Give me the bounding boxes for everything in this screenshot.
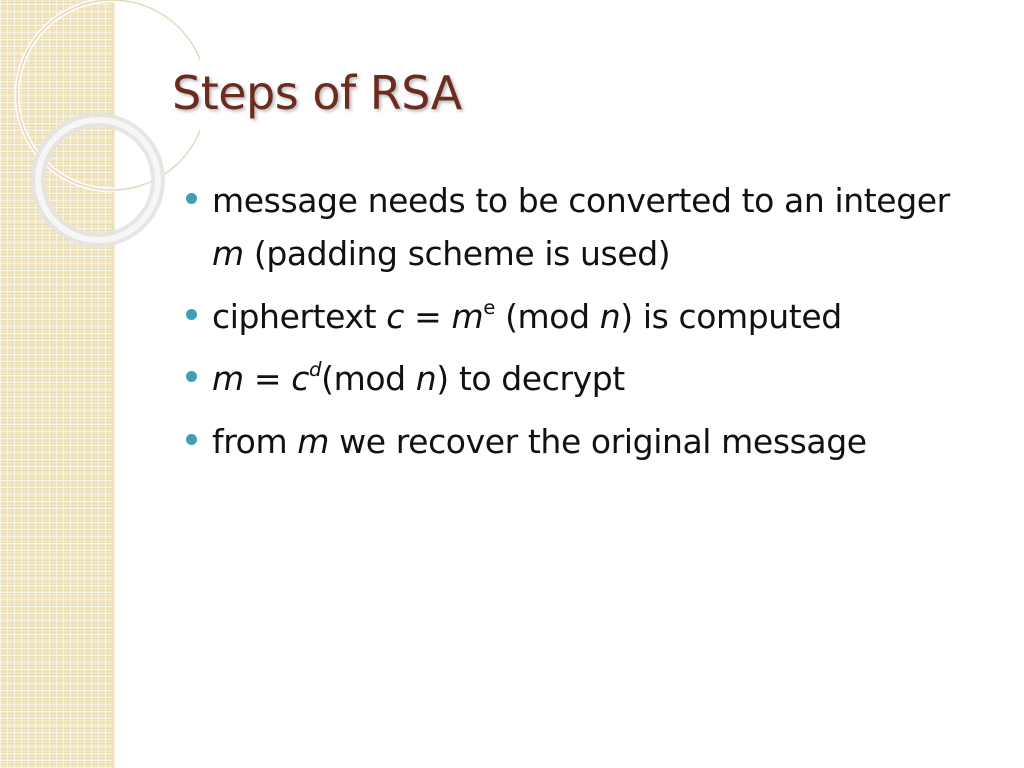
side-strip-edge — [112, 0, 116, 768]
large-ring-outline — [16, 0, 200, 191]
math-variable: c — [291, 359, 309, 399]
math-variable: n — [415, 359, 437, 399]
bullet-item: from m we recover the original message — [186, 415, 976, 468]
text-run: (mod — [494, 296, 600, 336]
bullet-text: ciphertext c = me (mod n) is computed — [212, 297, 842, 336]
math-variable: c — [386, 296, 405, 336]
superscript: e — [483, 296, 495, 320]
text-run: from — [212, 421, 298, 461]
math-variable: m — [297, 421, 330, 461]
bullet-dot-icon — [186, 308, 197, 320]
decorative-circles — [14, 0, 200, 247]
bullet-list: message needs to be converted to an inte… — [186, 174, 976, 477]
superscript: d — [308, 358, 322, 382]
bullet-text: m = cd(mod n) to decrypt — [212, 359, 625, 398]
bullet-text: message needs to be converted to an inte… — [212, 181, 950, 273]
bullet-dot-icon — [186, 193, 197, 204]
text-run: = — [243, 359, 292, 399]
text-run: we recover the original message — [329, 421, 867, 461]
math-variable: m — [212, 359, 244, 399]
bullet-dot-icon — [186, 371, 197, 383]
text-run: ciphertext — [212, 296, 387, 336]
slide-title: Steps of RSA — [172, 66, 462, 120]
text-run: = — [404, 296, 452, 336]
bullet-item: ciphertext c = me (mod n) is computed — [186, 290, 976, 343]
math-variable: m — [212, 234, 244, 274]
text-run: message needs to be converted to an inte… — [212, 181, 950, 220]
math-variable: m — [451, 296, 484, 336]
text-run: (mod — [321, 359, 416, 399]
bullet-text: from m we recover the original message — [212, 422, 867, 461]
bullet-dot-icon — [186, 433, 197, 445]
text-run: (padding scheme is used) — [243, 234, 671, 274]
math-variable: n — [599, 296, 621, 336]
text-run: ) is computed — [620, 296, 842, 336]
text-run: ) to decrypt — [436, 359, 625, 399]
bullet-item: message needs to be converted to an inte… — [186, 174, 976, 281]
bullet-item: m = cd(mod n) to decrypt — [186, 352, 976, 405]
small-ring-highlight — [35, 117, 161, 243]
